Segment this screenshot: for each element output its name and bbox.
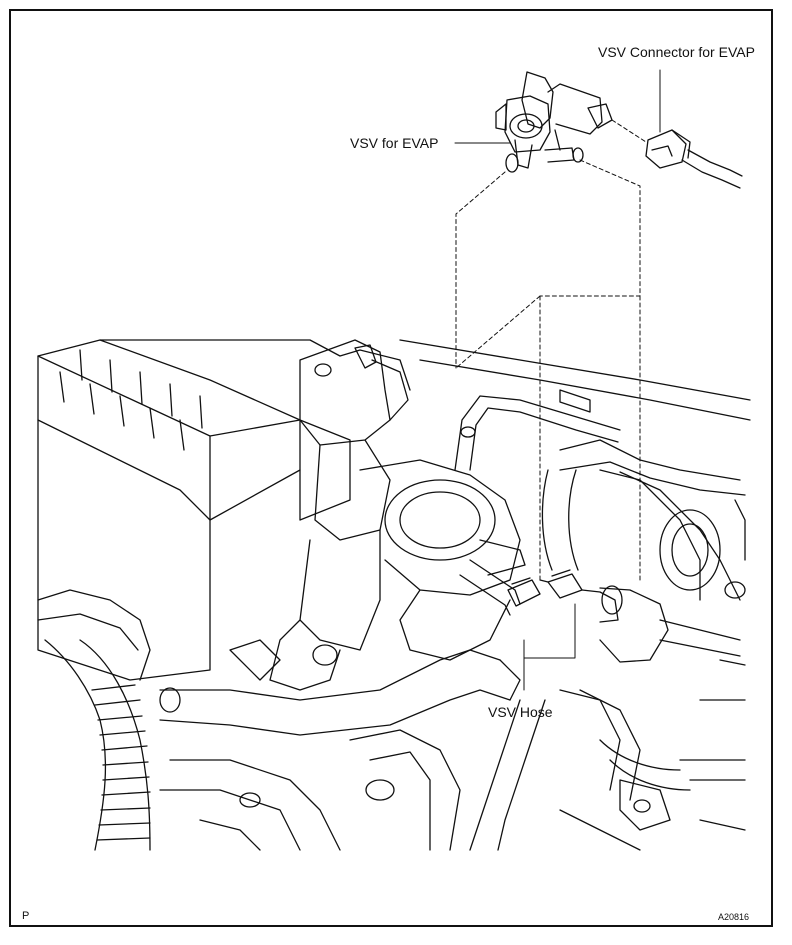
figure-code: A20816 — [718, 912, 750, 922]
air-intake-hose — [37, 589, 151, 851]
vsv-valve — [495, 71, 613, 173]
right-components — [399, 339, 751, 701]
vsv-connector — [645, 129, 743, 189]
vsv-label: VSV for EVAP — [350, 135, 439, 151]
upper-pipe — [454, 389, 621, 471]
dashed-guides — [455, 119, 647, 581]
vsv-hose-label: VSV Hose — [488, 704, 553, 720]
vsv-connector-label: VSV Connector for EVAP — [598, 44, 755, 60]
bottom-tubing — [469, 689, 746, 851]
vsv-hose — [459, 559, 669, 663]
lower-hose — [159, 649, 521, 736]
throttle-body — [269, 339, 526, 691]
corner-mark: P — [22, 910, 30, 922]
leader-lines — [454, 69, 661, 691]
bottom-left-detail — [159, 639, 461, 851]
engine-cover — [37, 339, 411, 681]
